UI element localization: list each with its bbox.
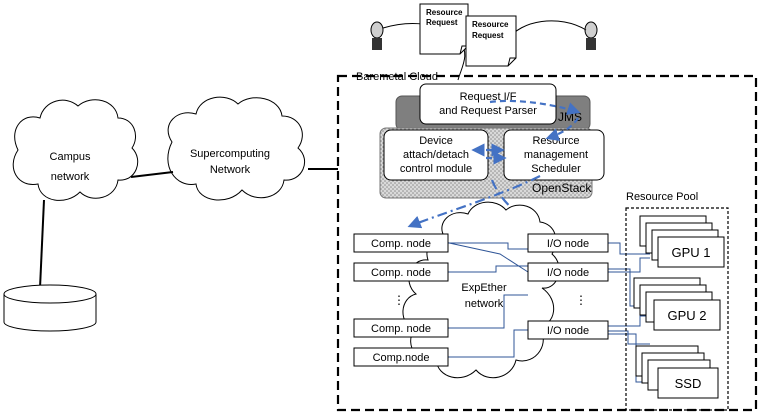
baremetal-cloud-label: Baremetal Cloud <box>356 71 438 83</box>
request-1-line1: Resource <box>426 8 463 17</box>
io-node-2-label: I/O node <box>547 267 589 279</box>
request-parser-line2: and Request Parser <box>439 105 537 117</box>
gpu-2-stack: GPU 2 <box>633 277 721 331</box>
jms-label: JMS <box>558 110 582 124</box>
comp-node-ellipsis: ⋮ <box>393 293 405 307</box>
request-1-line2: Request <box>426 18 458 27</box>
io-node-1-label: I/O node <box>547 238 589 250</box>
campus-label-2: network <box>51 171 90 183</box>
scheduler-line2: management <box>524 149 588 161</box>
request-line-right <box>507 20 587 41</box>
control-arrows <box>407 99 581 229</box>
gpu-2-label: GPU 2 <box>667 308 706 323</box>
expether-label-1: ExpEther <box>461 282 507 294</box>
comp-node-4-label: Comp.node <box>373 352 430 364</box>
campus-storage-link <box>39 199 45 289</box>
io-node-3: I/O node <box>527 320 609 340</box>
storage-cylinder-icon <box>3 284 97 332</box>
scheduler-line1: Resource <box>532 135 579 147</box>
scheduler-box: Resource management Scheduler <box>503 129 605 181</box>
gpu-1-stack: GPU 1 <box>639 215 725 268</box>
device-module-line1: Device <box>419 135 453 147</box>
user-antenna-left-icon <box>370 21 384 50</box>
scheduler-to-ionode-arrow <box>490 179 531 224</box>
scheduler-to-compnode-arrow <box>407 175 541 229</box>
scheduler-return-arrow <box>545 117 579 141</box>
parser-to-scheduler-arrow <box>489 99 581 115</box>
ssd-label: SSD <box>675 376 702 391</box>
io-node-3-label: I/O node <box>547 325 589 337</box>
supercomputing-network-cloud: Supercomputing Network <box>167 96 305 201</box>
request-2-line2: Request <box>472 31 504 40</box>
expether-links <box>439 240 650 383</box>
comp-node-2: Comp. node <box>353 262 449 282</box>
expether-label-2: network <box>465 298 504 310</box>
comp-node-2-label: Comp. node <box>371 267 431 279</box>
device-module-box: Device attach/detach control module <box>383 129 489 181</box>
comp-node-3: Comp. node <box>353 318 449 338</box>
campus-super-link <box>130 171 174 178</box>
supercomputing-label-1: Supercomputing <box>190 148 270 160</box>
openstack-label: OpenStack <box>532 181 592 195</box>
resource-request-doc-2: Resource Request <box>465 15 517 67</box>
campus-network-cloud: Campus network <box>12 99 139 201</box>
io-node-1: I/O node <box>527 233 609 253</box>
baremetal-cloud-boundary <box>336 74 758 412</box>
resource-request-doc-1: Resource Request <box>419 3 469 55</box>
resource-pool-boundary <box>625 207 729 411</box>
scheduler-line3: Scheduler <box>531 163 581 175</box>
request-parser-line1: Request I/F <box>460 91 517 103</box>
device-module-line2: attach/detach <box>403 149 469 161</box>
device-module-line3: control module <box>400 163 472 175</box>
ssd-stack: SSD <box>635 345 719 399</box>
comp-node-3-label: Comp. node <box>371 323 431 335</box>
comp-node-4: Comp.node <box>353 347 449 367</box>
comp-node-1-label: Comp. node <box>371 238 431 250</box>
request-2-line1: Resource <box>472 20 509 29</box>
io-node-2: I/O node <box>527 262 609 282</box>
user-antenna-right-icon <box>584 21 598 50</box>
campus-label-1: Campus <box>50 151 91 163</box>
request-parser-box: Request I/F and Request Parser <box>419 83 557 125</box>
io-node-ellipsis: ⋮ <box>575 293 587 307</box>
supercomputing-label-2: Network <box>210 164 251 176</box>
gpu-1-label: GPU 1 <box>671 245 710 260</box>
resource-pool-label: Resource Pool <box>626 191 698 203</box>
comp-node-1: Comp. node <box>353 233 449 253</box>
